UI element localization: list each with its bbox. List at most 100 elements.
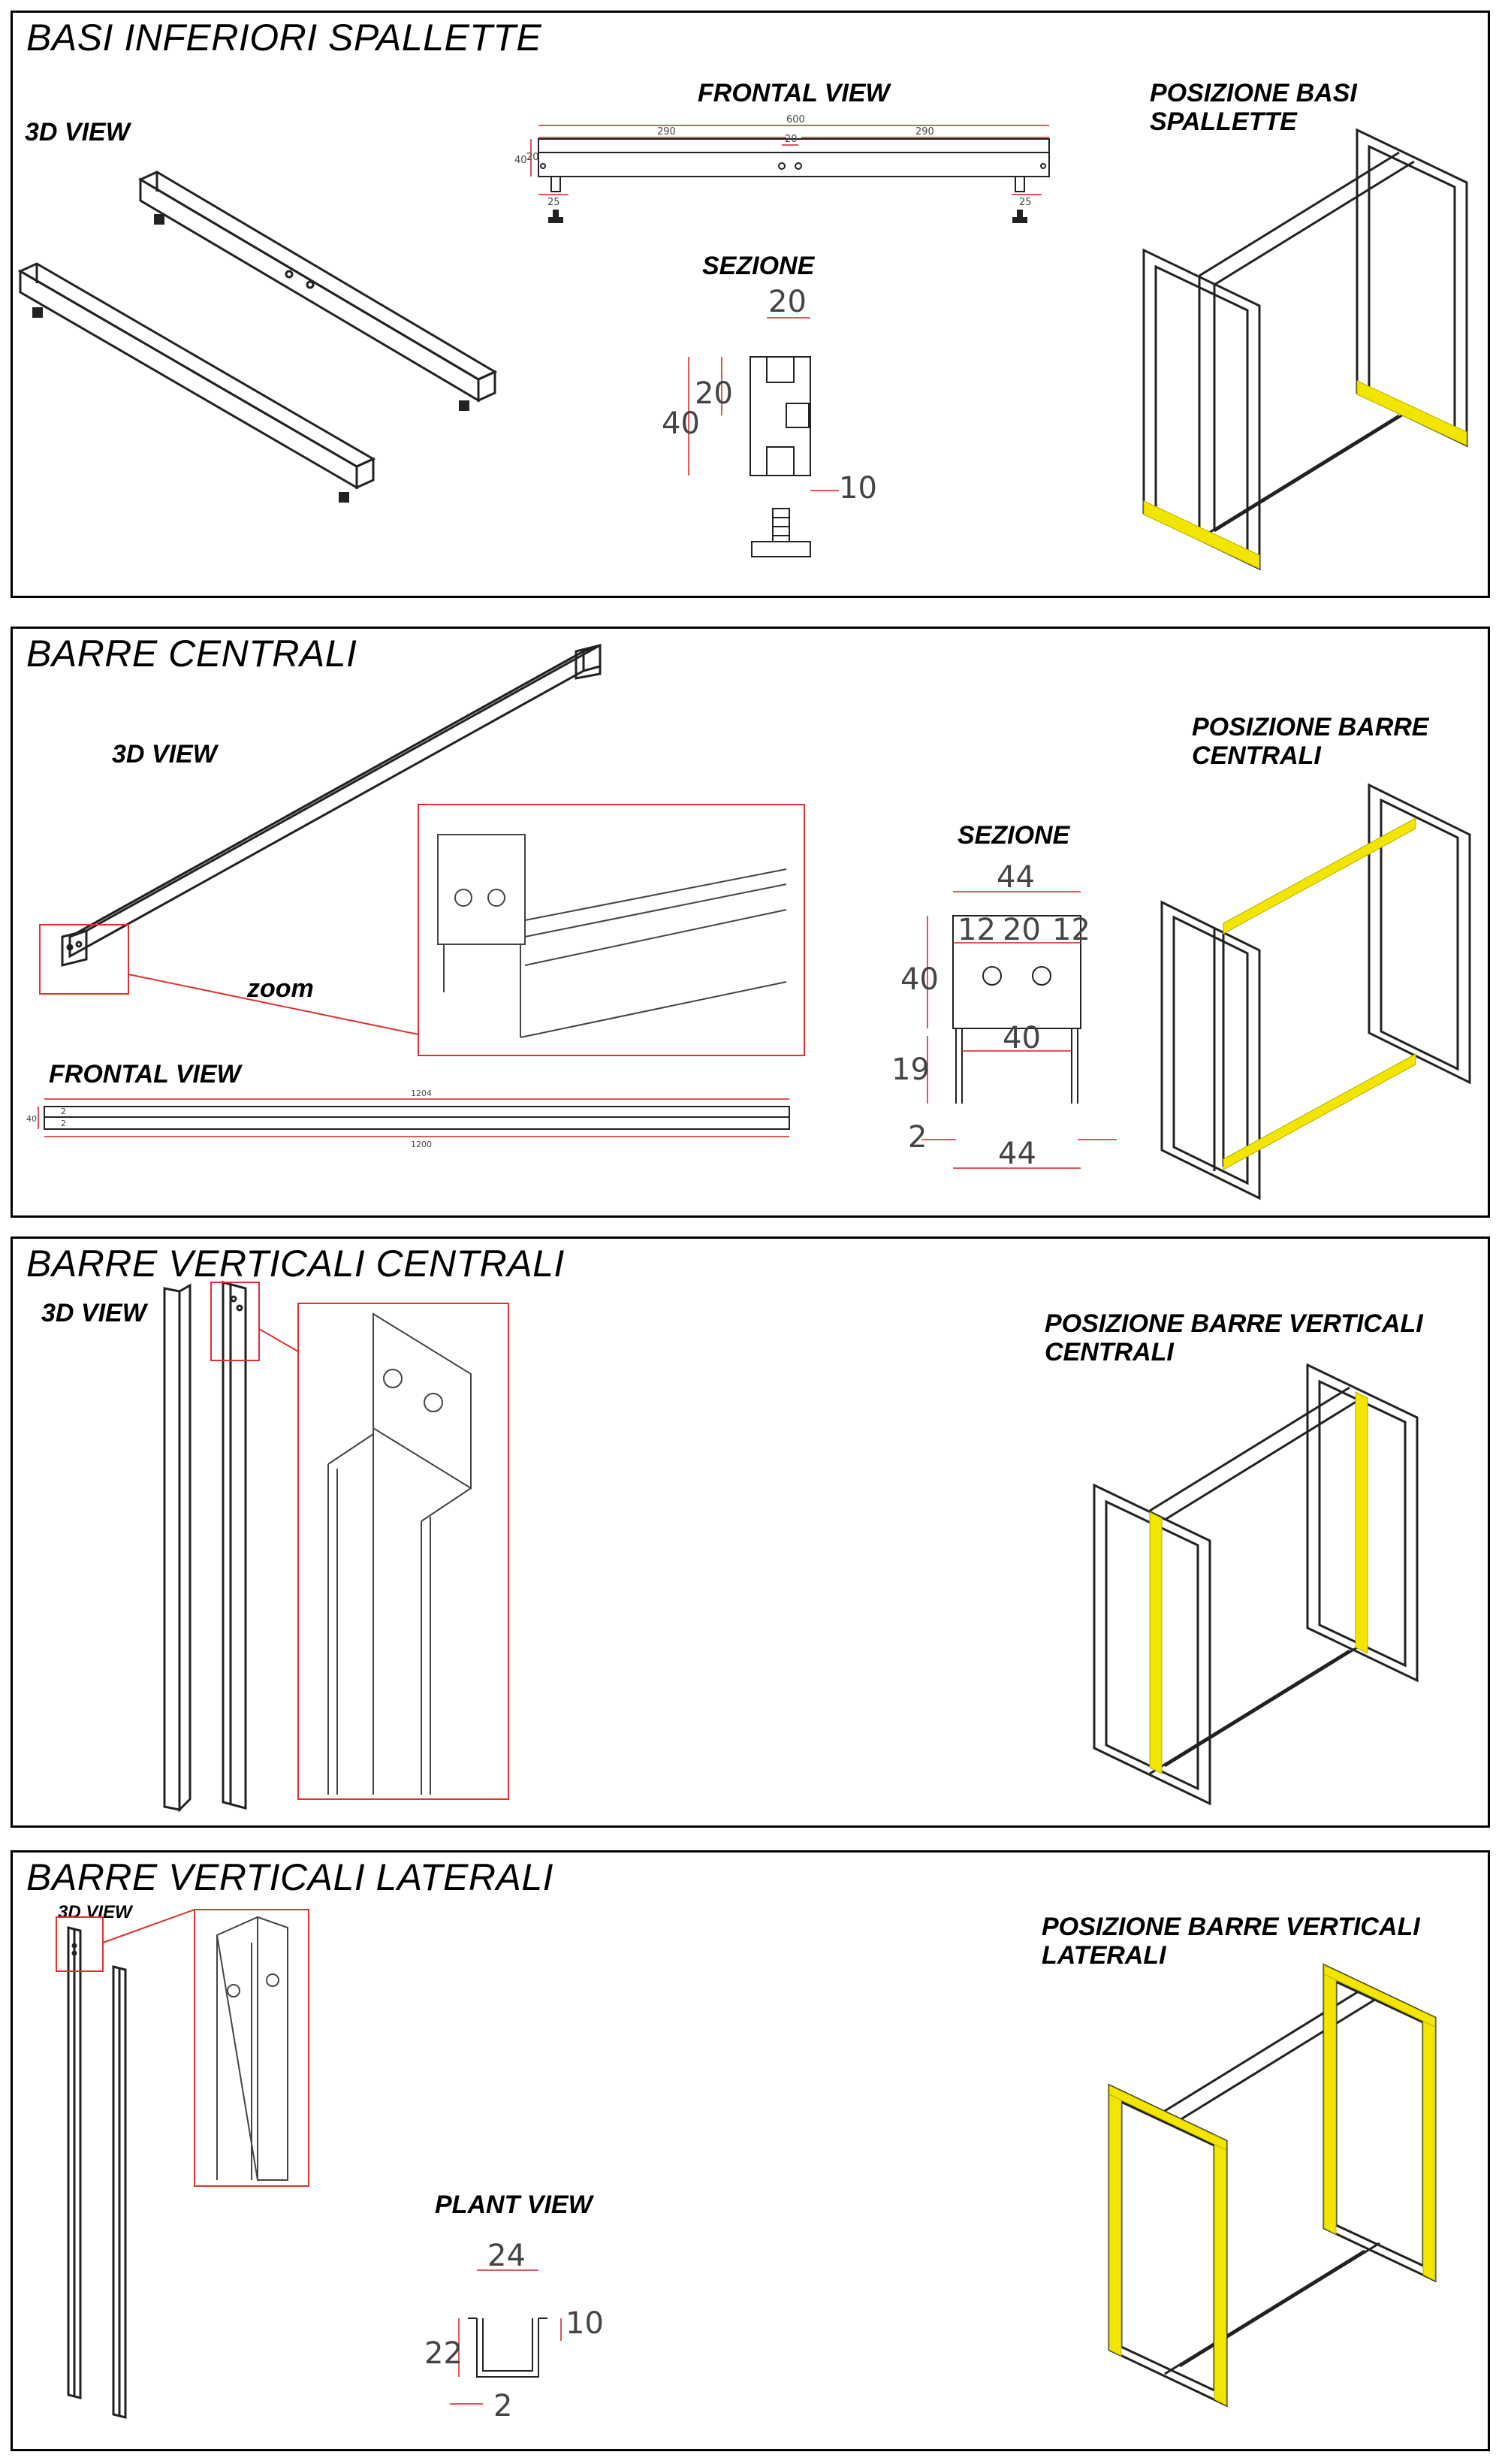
sec-inner: 20	[695, 376, 733, 411]
label-frontal-view: FRONTAL VIEW	[49, 1060, 241, 1089]
dim-left: 290	[657, 126, 676, 137]
plant-view-drawing	[468, 2318, 547, 2378]
sec-height: 40	[900, 962, 939, 997]
verticali-centrali-drawings	[163, 1281, 1419, 1813]
frame-position-diagram	[1108, 1963, 1437, 2408]
dim-foot-left: 25	[547, 197, 560, 208]
sec-top: 44	[997, 860, 1035, 895]
section-drawing	[952, 915, 1081, 1104]
plant-height: 22	[424, 2336, 463, 2371]
highlight-vertical-front	[1149, 1511, 1163, 1774]
plant-thickness: 2	[493, 2389, 512, 2423]
highlight-base-back	[1356, 380, 1467, 446]
sec-thickness: 2	[908, 1120, 927, 1155]
dim-right: 290	[915, 126, 934, 137]
panel-title: BARRE VERTICALI LATERALI	[26, 1856, 554, 1898]
vertical-bar-3d-right	[222, 1281, 247, 1810]
zoom-connector	[102, 1909, 195, 1943]
zoom-connector	[258, 1328, 299, 1352]
sec-gap-left: 12	[958, 913, 996, 947]
highlight-lateral-back	[1323, 1964, 1436, 2281]
frontal-view-drawing	[538, 138, 1050, 192]
plant-dimensions	[450, 2269, 562, 2405]
section-dimensions	[688, 317, 839, 491]
zoom-detail-frame	[194, 1909, 309, 2187]
zoom-detail-frame	[297, 1303, 509, 1800]
panel-title: BASI INFERIORI SPALLETTE	[26, 17, 542, 59]
lateral-bar-3d-right	[112, 1965, 127, 2419]
label-position: POSIZIONE BASI SPALLETTE	[1150, 79, 1357, 136]
dim-top: 1204	[411, 1089, 432, 1098]
sec-width: 20	[768, 285, 807, 319]
foot-icon	[154, 214, 469, 411]
panel-barre-verticali-laterali: BARRE VERTICALI LATERALI 3D VIEW PLANT V…	[11, 1850, 1490, 2451]
base-bar-front-3d	[17, 262, 376, 490]
base-bar-back-3d	[137, 171, 498, 403]
label-frontal-view: FRONTAL VIEW	[698, 79, 890, 107]
zoom-detail-drawing	[327, 1312, 472, 1795]
label-plant-view: PLANT VIEW	[435, 2191, 593, 2219]
dim-a: 2	[61, 1107, 66, 1116]
panel-barre-verticali-centrali: BARRE VERTICALI CENTRALI 3D VIEW POSIZIO…	[11, 1237, 1490, 1828]
dim-height: 40	[26, 1114, 37, 1124]
frontal-dimensions	[530, 125, 1049, 195]
label-position: POSIZIONE BARRE CENTRALI	[1192, 713, 1429, 770]
sec-gap-right: 12	[1052, 913, 1090, 947]
dim-b: 2	[61, 1119, 66, 1128]
section-drawing	[749, 356, 811, 557]
panel-title: BARRE CENTRALI	[26, 633, 357, 675]
highlight-vertical-back	[1355, 1391, 1368, 1654]
label-3d-view: 3D VIEW	[25, 118, 130, 146]
frontal-dimensions	[38, 1098, 789, 1137]
panel-barre-centrali: BARRE CENTRALI 3D VIEW zoom FRONTAL VIEW…	[11, 627, 1490, 1218]
vertical-bar-3d-left	[163, 1283, 192, 1813]
label-position: POSIZIONE BARRE VERTICALI CENTRALI	[1045, 1309, 1423, 1366]
sec-height: 40	[662, 406, 700, 441]
verticali-laterali-drawings: 24 22 10 2	[56, 1909, 1437, 2423]
dim-total: 600	[786, 114, 805, 125]
highlight-central-top	[1223, 817, 1416, 935]
frame-position-diagram	[1142, 128, 1468, 571]
label-zoom: zoom	[247, 974, 314, 1003]
sec-inner: 40	[1003, 1021, 1041, 1055]
zoom-detail-drawing	[437, 834, 787, 1038]
sec-center: 20	[1003, 913, 1041, 947]
sec-bottom: 44	[998, 1137, 1036, 1171]
foot-icon	[32, 307, 349, 503]
frame-position-diagram	[1160, 783, 1471, 1200]
dim-small: 20	[526, 152, 539, 163]
plant-lip: 10	[566, 2306, 604, 2341]
sec-depth: 10	[839, 471, 877, 506]
label-position: POSIZIONE BARRE VERTICALI LATERALI	[1042, 1913, 1420, 1970]
lateral-bar-3d-left	[67, 1926, 82, 2399]
highlight-lateral-front	[1108, 2085, 1227, 2406]
central-bar-3d	[61, 643, 602, 967]
zoom-source-frame	[56, 1916, 104, 1972]
highlight-base-front	[1143, 500, 1260, 569]
label-3d-view: 3D VIEW	[58, 1902, 132, 1922]
basi-drawings: 600 290 20 290 40 20 25 25 20 40	[17, 114, 1468, 571]
zoom-source-frame	[210, 1282, 260, 1361]
zoom-detail-drawing	[216, 1916, 288, 2181]
frame-position-diagram	[1093, 1363, 1419, 1806]
zoom-source-frame	[39, 924, 129, 995]
plant-width: 24	[487, 2239, 526, 2273]
dim-height: 40	[514, 155, 527, 166]
panel-title: BARRE VERTICALI CENTRALI	[26, 1243, 565, 1285]
highlight-central-bottom	[1223, 1053, 1416, 1170]
dim-center: 20	[785, 134, 798, 145]
zoom-connector	[128, 974, 419, 1035]
label-sezione: SEZIONE	[958, 821, 1070, 850]
panel-basi-inferiori: BASI INFERIORI SPALLETTE 3D VIEW FRONTAL…	[11, 11, 1490, 598]
barre-centrali-drawings: 1204 1200 40 2 2 44 12 20 12	[26, 643, 1471, 1200]
frontal-view-drawing	[44, 1106, 790, 1130]
label-3d-view: 3D VIEW	[41, 1299, 146, 1327]
dim-bottom: 1200	[411, 1140, 432, 1149]
label-sezione: SEZIONE	[702, 252, 815, 280]
section-dimensions	[921, 891, 1117, 1169]
frontal-feet	[548, 210, 1027, 223]
dim-foot-right: 25	[1019, 197, 1032, 208]
label-3d-view: 3D VIEW	[112, 740, 217, 768]
zoom-detail-frame	[418, 804, 805, 1056]
sec-tab: 19	[891, 1052, 930, 1087]
